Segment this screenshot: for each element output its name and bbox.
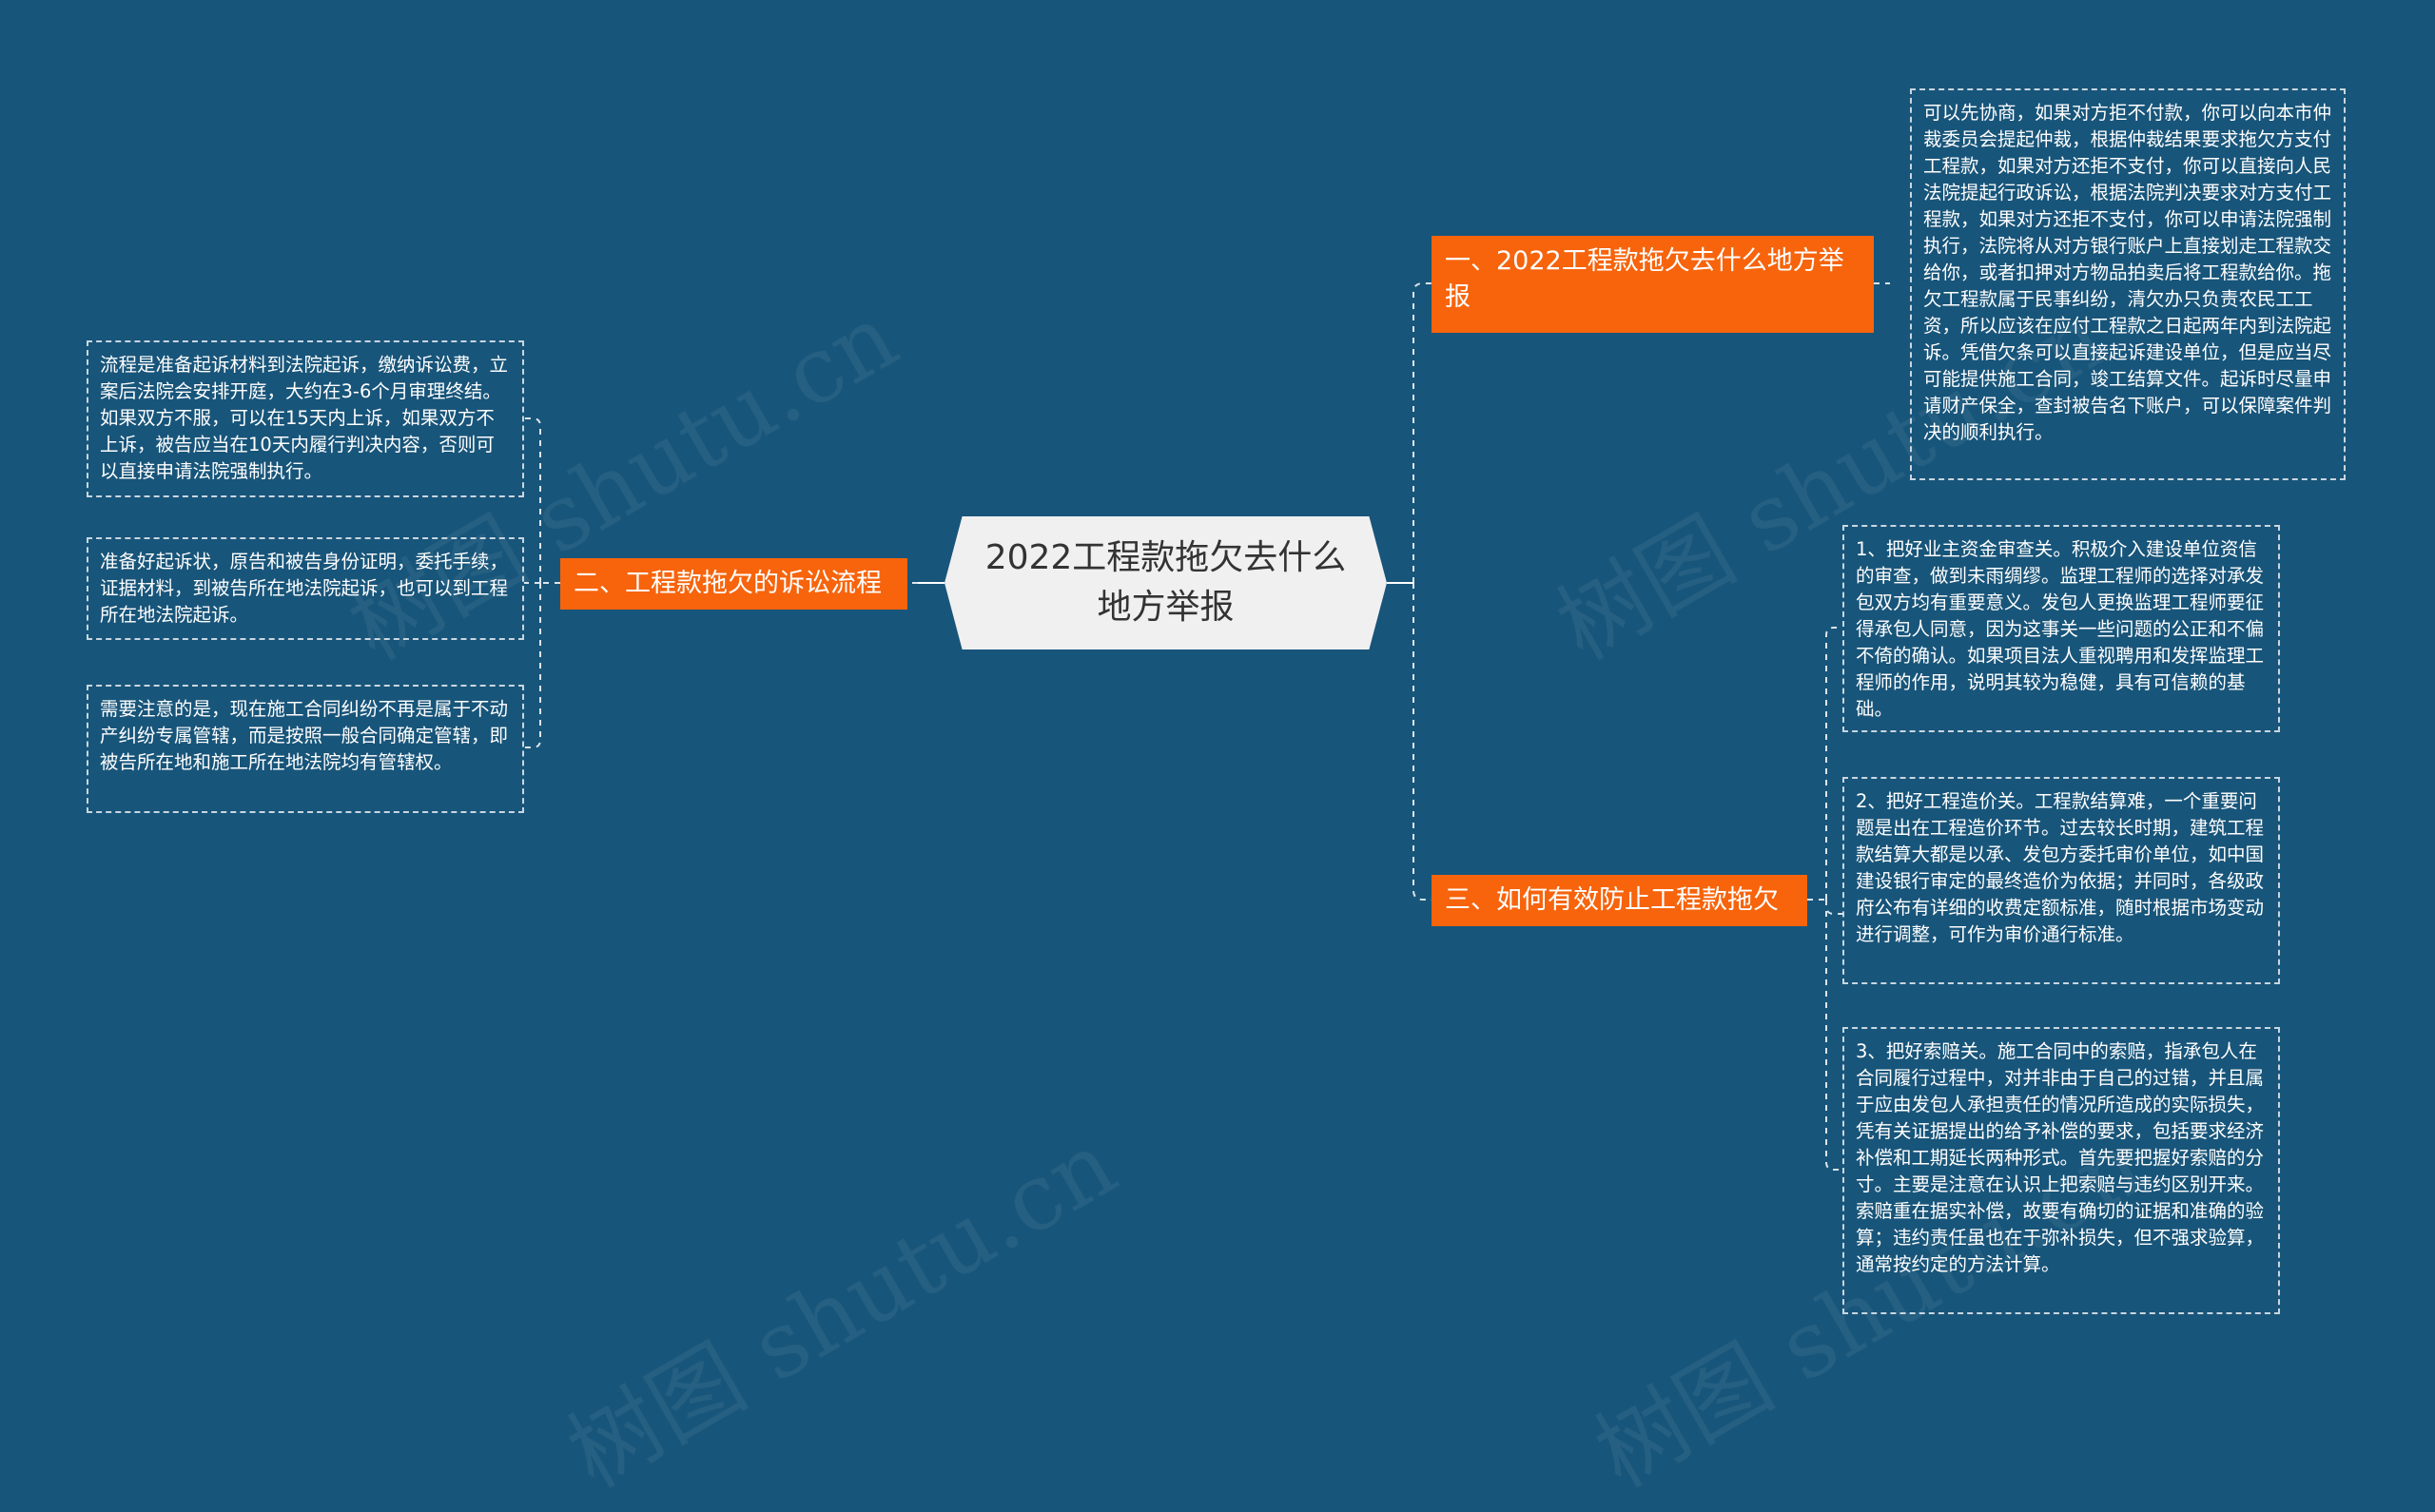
central-topic[interactable]: 2022工程款拖欠去什么地方举报 — [945, 516, 1387, 649]
branch-1-leaf-1: 可以先协商，如果对方拒不付款，你可以向本市仲裁委员会提起仲裁，根据仲裁结果要求拖… — [1910, 88, 2346, 480]
branch-2-leaf-2: 准备好起诉状，原告和被告身份证明，委托手续，证据材料，到被告所在地法院起诉，也可… — [87, 537, 524, 640]
connector-lines — [524, 282, 1890, 1171]
branch-2-leaf-3: 需要注意的是，现在施工合同纠纷不再是属于不动产纠纷专属管辖，而是按照一般合同确定… — [87, 685, 524, 813]
branch-3-topic[interactable]: 三、如何有效防止工程款拖欠 — [1432, 875, 1807, 926]
branch-3-leaf-2: 2、把好工程造价关。工程款结算难，一个重要问题是出在工程造价环节。过去较长时期，… — [1842, 777, 2280, 984]
branch-2-leaf-1: 流程是准备起诉材料到法院起诉，缴纳诉讼费，立案后法院会安排开庭，大约在3-6个月… — [87, 340, 524, 497]
branch-1-topic[interactable]: 一、2022工程款拖欠去什么地方举报 — [1432, 236, 1874, 333]
branch-3-leaf-1: 1、把好业主资金审查关。积极介入建设单位资信的审查，做到未雨绸缪。监理工程师的选… — [1842, 525, 2280, 732]
mindmap-canvas: 树图 shutu.cn 树图 shutu.cn 树图 shutu.cn 树图 s… — [87, 88, 2346, 1508]
branch-3-leaf-3: 3、把好索赔关。施工合同中的索赔，指承包人在合同履行过程中，对并非由于自己的过错… — [1842, 1027, 2280, 1314]
branch-2-topic[interactable]: 二、工程款拖欠的诉讼流程 — [560, 558, 907, 610]
